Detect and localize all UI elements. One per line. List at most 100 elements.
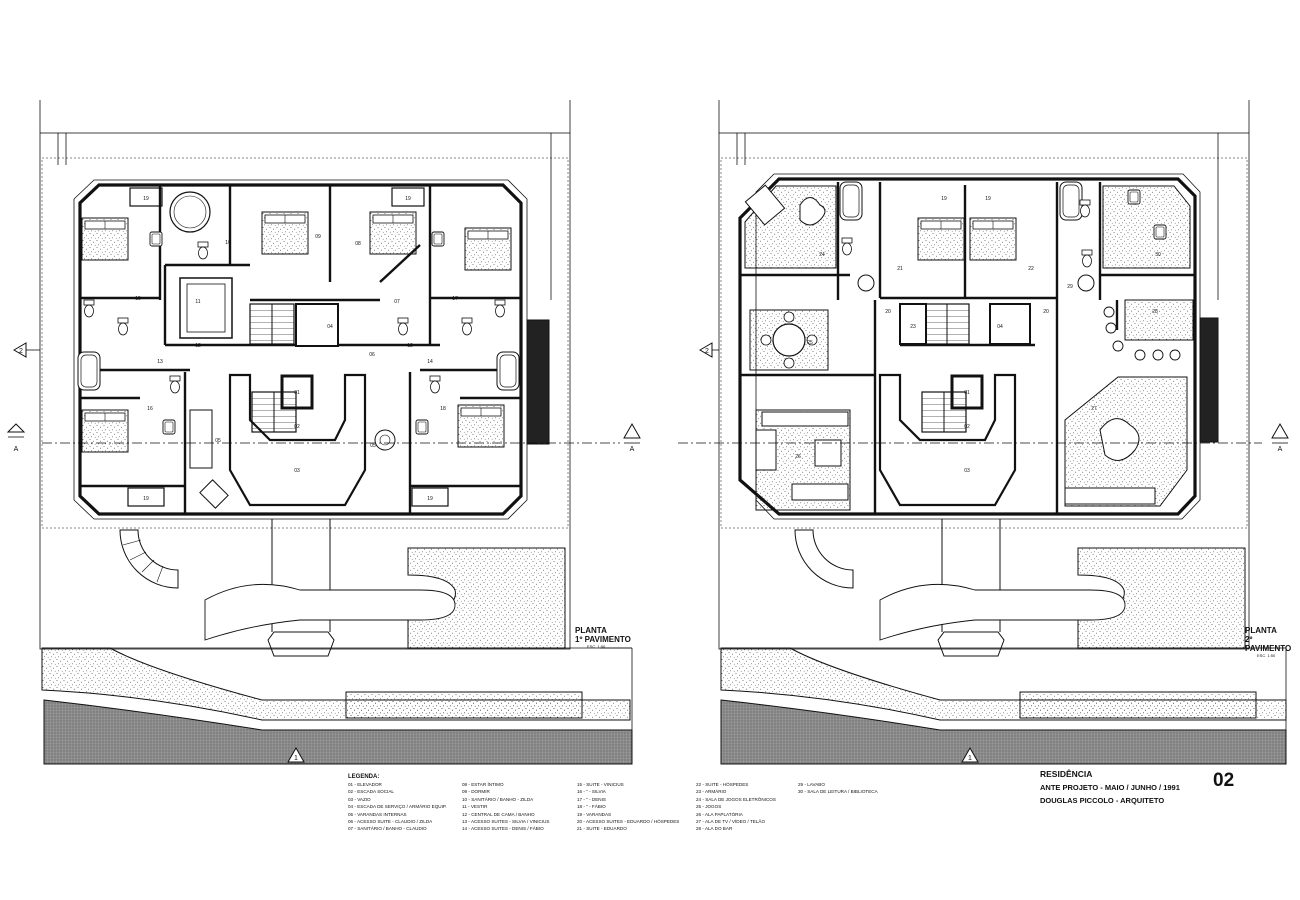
section-marker-labels: A A A 2 2 1 1 — [14, 348, 1283, 762]
section-label-a-left: A — [14, 446, 19, 453]
room-14: 14 — [427, 359, 433, 365]
room-17: 17 — [452, 296, 458, 302]
room-19a-l2: 19 — [941, 196, 947, 202]
title-block: RESIDÊNCIA ANTE PROJETO - MAIO / JUNHO /… — [1040, 768, 1180, 807]
legend-title: LEGENDA: — [348, 774, 380, 780]
legend-item: 23 - ARMÁRIO — [696, 789, 727, 795]
legend-item: 05 - VARANDAS INTERNAS — [348, 811, 407, 817]
room-03-l2: 03 — [964, 468, 970, 474]
caption-sub-first: 1º PAVIMENTO — [575, 635, 631, 644]
caption-title-first: PLANTA — [575, 626, 607, 635]
caption-scale-second: ESC. 1:50 — [1257, 653, 1276, 658]
legend-item: 25 - JOGOS — [696, 804, 722, 810]
room-20b-l2: 20 — [1043, 309, 1049, 315]
room-15: 15 — [135, 296, 141, 302]
legend-item: 18 - " - FÁBIO — [577, 804, 606, 810]
room-19c: 19 — [143, 496, 149, 502]
room-29-l2: 29 — [1067, 284, 1073, 290]
room-01: 01 — [294, 390, 300, 396]
room-09: 09 — [315, 234, 321, 240]
room-19a: 19 — [143, 196, 149, 202]
room-06: 06 — [369, 352, 375, 358]
room-labels-first-floor: 01 02 03 04 05 05 06 07 08 09 10 11 12 1… — [135, 196, 458, 502]
room-20a-l2: 20 — [885, 309, 891, 315]
legend-item: 28 - ALA DO BAR — [696, 826, 733, 832]
legend-item: 20 - ACESSO SUITES - EDUARDO / HÓSPEDES — [577, 819, 680, 825]
plan-second-floor — [718, 100, 1287, 765]
legend-column-3: 15 - SUITE - VINICIUS 16 - " - SILVIA 17… — [577, 781, 679, 833]
legend-column-4: 22 - SUITE - HÓSPEDES 23 - ARMÁRIO 24 - … — [696, 781, 776, 833]
room-16: 16 — [147, 406, 153, 412]
legend-item: 24 - SALA DE JOGOS ELETRÔNICOS — [696, 796, 776, 802]
room-24-l2: 24 — [819, 252, 825, 258]
legend-item: 16 - " - SILVIA — [577, 789, 606, 795]
room-02-l2: 02 — [964, 424, 970, 430]
legend-item: 07 - SANITÁRIO / BANHO - CLAUDIO — [348, 826, 427, 832]
room-27-l2: 27 — [1091, 406, 1097, 412]
legend-item: 19 - VARANDAS — [577, 811, 612, 817]
legend-item: 12 - CENTRAL DE CAMA / BANHO — [462, 811, 535, 817]
section-label-a-right: A — [1278, 446, 1283, 453]
section-label-1-left: 1 — [294, 755, 298, 762]
section-label-2-right: 2 — [705, 348, 709, 355]
section-markers — [6, 342, 1289, 763]
legend-item: 26 - ALA PAPLATÓRIA — [696, 811, 743, 817]
room-22-l2: 22 — [1028, 266, 1034, 272]
room-01-l2: 01 — [964, 390, 970, 396]
room-12b: 12 — [407, 343, 413, 349]
legend-item: 14 - ACESSO SUITES - DENIS / FÁBIO — [462, 826, 544, 832]
legend-item: 15 - SUITE - VINICIUS — [577, 782, 624, 787]
legend-item: 22 - SUITE - HÓSPEDES — [696, 782, 749, 787]
room-19b-l2: 19 — [985, 196, 991, 202]
legend-item: 02 - ESCADA SOCIAL — [348, 789, 394, 795]
legend-item: 10 - SANITÁRIO / BANHO - ZILDA — [462, 796, 534, 802]
room-10: 10 — [225, 240, 231, 246]
section-label-1-right: 1 — [968, 755, 972, 762]
room-13: 13 — [157, 359, 163, 365]
legend-item: 09 - DORMIR — [462, 789, 490, 795]
room-19b: 19 — [405, 196, 411, 202]
sheet-number: 02 — [1213, 770, 1235, 791]
caption-title-second: PLANTA — [1245, 626, 1277, 635]
legend-item: 29 - LAVABO — [798, 782, 825, 787]
project-phase: ANTE PROJETO - MAIO / JUNHO / 1991 — [1040, 783, 1180, 792]
room-02: 02 — [294, 424, 300, 430]
section-label-2-left: 2 — [19, 348, 23, 355]
legend-item: 13 - ACESSO SUITES - SILVIA / VINICIUS — [462, 819, 550, 825]
room-03: 03 — [294, 468, 300, 474]
room-21-l2: 21 — [897, 266, 903, 272]
room-26-l2: 26 — [795, 454, 801, 460]
room-19d: 19 — [427, 496, 433, 502]
section-label-a-mid: A — [630, 446, 635, 453]
legend-item: 06 - ACESSO SUITE - CLAUDIO / ZILDA — [348, 819, 433, 825]
legend-item: 11 - VESTIR — [462, 804, 488, 810]
room-25-l2: 25 — [807, 340, 813, 346]
room-18: 18 — [440, 406, 446, 412]
plan-first-floor — [39, 100, 633, 765]
caption-first-floor: PLANTA 1º PAVIMENTO ESC. 1:50 — [575, 626, 631, 649]
room-07: 07 — [394, 299, 400, 305]
legend-column-1: LEGENDA: 01 - ELEVADOR 02 - ESCADA SOCIA… — [348, 773, 447, 833]
legend-column-2: 08 - ESTAR ÍNTIMO 09 - DORMIR 10 - SANIT… — [462, 781, 549, 833]
legend-item: 17 - " - DENIS — [577, 796, 606, 802]
room-05b: 05 — [370, 443, 376, 449]
caption-scale-first: ESC. 1:50 — [587, 644, 606, 649]
legend-item: 27 - ALA DE TV / VÍDEO / TELÃO — [696, 819, 766, 825]
project-name: RESIDÊNCIA — [1040, 769, 1093, 779]
architect-name: DOUGLAS PICCOLO - ARQUITETO — [1040, 796, 1165, 805]
room-30-l2: 30 — [1155, 252, 1161, 258]
room-12a: 12 — [195, 343, 201, 349]
legend-item: 04 - ESCADA DE SERVIÇO / ARMÁRIO EQUIP. — [348, 804, 447, 810]
legend-item: 21 - SUITE - EDUARDO — [577, 826, 627, 832]
room-28-l2: 28 — [1152, 309, 1158, 315]
legend-item: 30 - SALA DE LEITURA / BIBLIOTECA — [798, 789, 878, 795]
caption-sub-second: 2º PAVIMENTO — [1245, 635, 1292, 653]
caption-second-floor: PLANTA 2º PAVIMENTO ESC. 1:50 — [1245, 626, 1300, 658]
legend-item: 08 - ESTAR ÍNTIMO — [462, 782, 504, 787]
room-labels-second-floor: 01 02 03 04 19 19 20 20 21 22 23 24 25 2… — [795, 196, 1161, 474]
legend-item: 03 - VAZIO — [348, 796, 371, 802]
legend-item: 01 - ELEVADOR — [348, 782, 382, 787]
room-05: 05 — [215, 438, 221, 444]
legend-column-5: 29 - LAVABO 30 - SALA DE LEITURA / BIBLI… — [798, 781, 878, 796]
